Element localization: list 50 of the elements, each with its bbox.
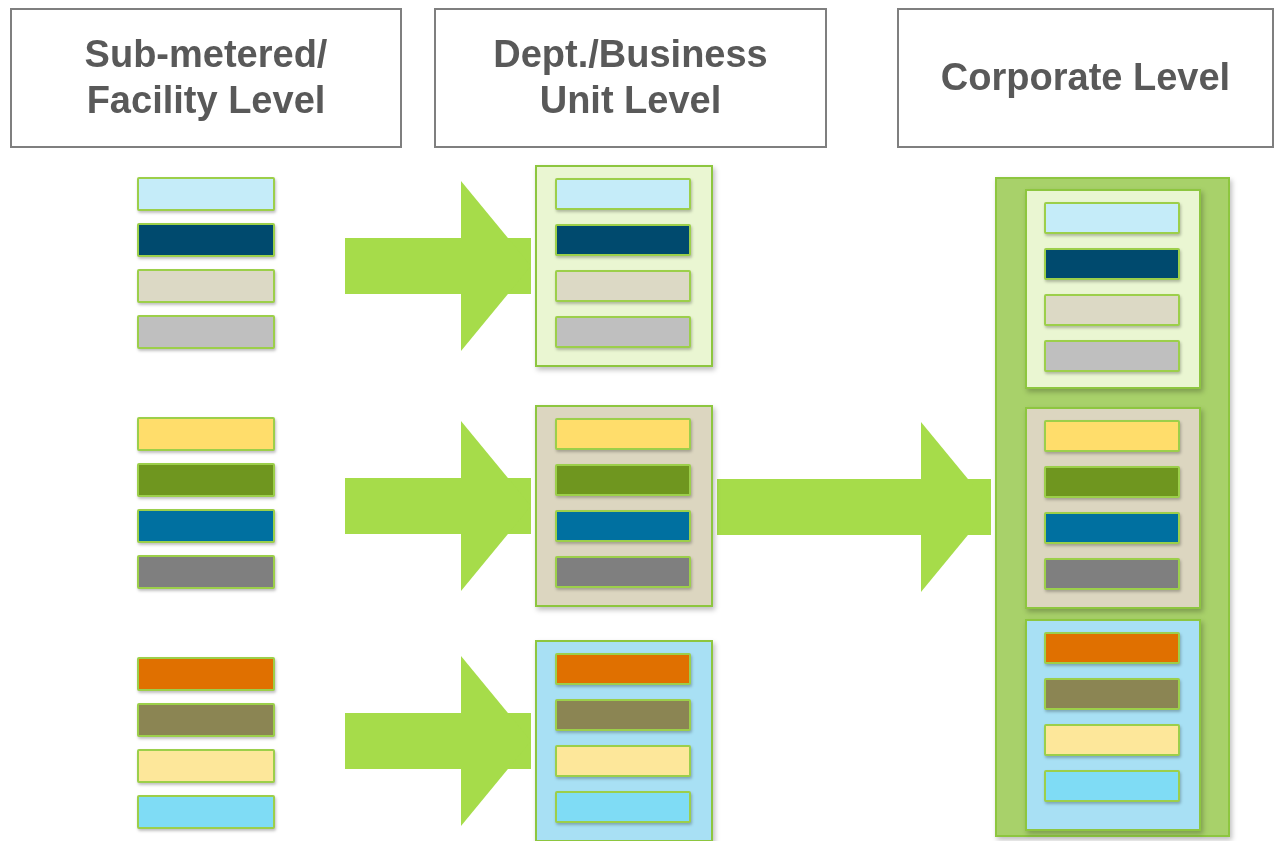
data-bar (1044, 466, 1180, 498)
group-panel (1025, 619, 1201, 831)
block-arrow (345, 656, 531, 826)
data-bar (555, 699, 691, 731)
data-bar (1044, 420, 1180, 452)
data-bar (1044, 202, 1180, 234)
block-arrow (345, 421, 531, 591)
data-bar (137, 555, 275, 589)
data-bar (137, 315, 275, 349)
data-bar (1044, 248, 1180, 280)
group-panel (1025, 189, 1201, 389)
data-bar (137, 657, 275, 691)
data-bar (555, 224, 691, 256)
data-bar (137, 509, 275, 543)
block-arrow (717, 422, 991, 592)
data-bar (1044, 340, 1180, 372)
data-bar (555, 316, 691, 348)
group-panel (535, 405, 713, 607)
data-bar (137, 749, 275, 783)
data-bar (555, 556, 691, 588)
data-bar (555, 464, 691, 496)
data-bar (555, 418, 691, 450)
data-bar (555, 745, 691, 777)
data-bar (137, 177, 275, 211)
data-bar (1044, 512, 1180, 544)
data-bar (555, 510, 691, 542)
group-panel (995, 177, 1230, 837)
data-bar (137, 795, 275, 829)
level-heading: Sub-metered/ Facility Level (10, 8, 402, 148)
data-bar (1044, 294, 1180, 326)
data-bar (1044, 632, 1180, 664)
data-bar (1044, 770, 1180, 802)
data-bar (137, 463, 275, 497)
data-bar (1044, 558, 1180, 590)
group-panel (1025, 407, 1201, 609)
data-bar (1044, 724, 1180, 756)
data-bar (555, 653, 691, 685)
level-heading: Dept./Business Unit Level (434, 8, 827, 148)
group-panel (535, 165, 713, 367)
data-bar (1044, 678, 1180, 710)
data-bar (555, 178, 691, 210)
data-bar (137, 269, 275, 303)
data-bar (137, 223, 275, 257)
group-panel (535, 640, 713, 841)
data-bar (137, 703, 275, 737)
data-bar (555, 270, 691, 302)
level-heading: Corporate Level (897, 8, 1274, 148)
data-bar (137, 417, 275, 451)
block-arrow (345, 181, 531, 351)
data-bar (555, 791, 691, 823)
